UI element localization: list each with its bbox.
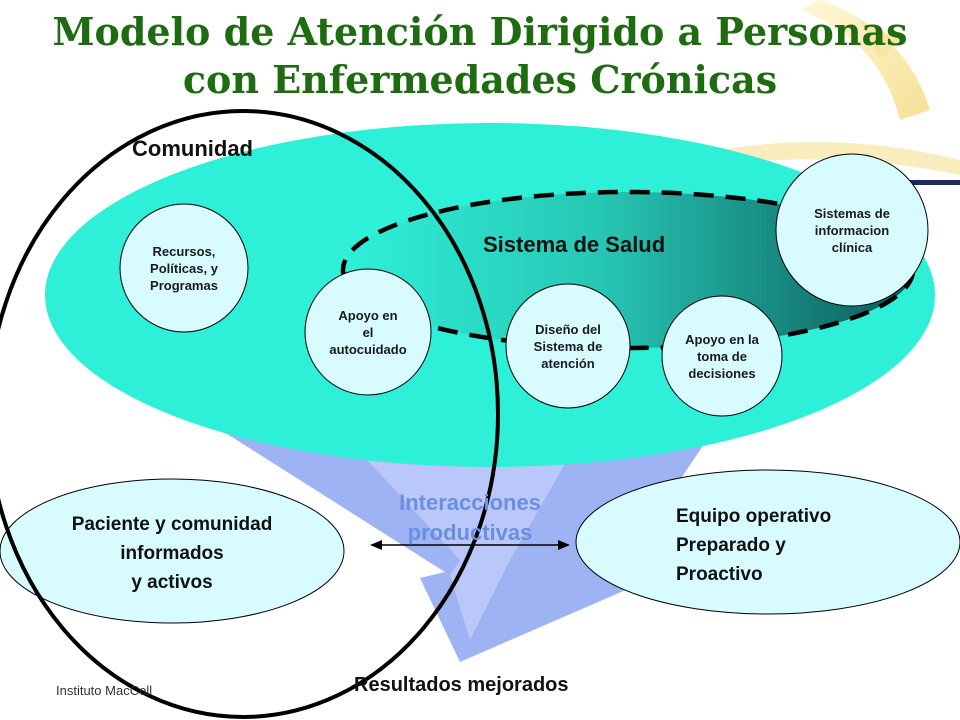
title-line-1: Modelo de Atención Dirigido a Personas — [52, 9, 908, 54]
outcomes-label: Resultados mejorados — [354, 674, 569, 696]
resources-node — [119, 203, 249, 333]
resources-label: Recursos, Políticas, y Programas — [150, 243, 218, 293]
self-care-node — [304, 268, 432, 396]
health-system-label: Sistema de Salud — [483, 232, 666, 257]
interaction-double-arrow-icon — [370, 540, 570, 550]
delivery-design-label: Diseño del Sistema de atención — [533, 321, 603, 371]
decision-support-node — [661, 295, 783, 417]
patient-text: Paciente y comunidad informados y activo… — [71, 514, 273, 593]
interactions-text: Interacciones productivas — [399, 490, 541, 545]
outcome-arrow-highlight — [330, 420, 590, 640]
header-rule — [870, 180, 960, 185]
patient-ellipse — [0, 478, 345, 624]
clinical-info-label: Sistemas de informacion clínica — [814, 205, 890, 255]
footer-credit: Instituto MacColl — [56, 683, 153, 698]
decision-support-label: Apoyo en la toma de decisiones — [685, 331, 759, 381]
title-line-2: con Enfermedades Crónicas — [182, 57, 778, 102]
clinical-info-node — [775, 153, 929, 307]
delivery-design-node — [505, 283, 631, 409]
team-text: Equipo operativo Preparado y Proactivo — [676, 506, 832, 585]
page-title: Modelo de Atención Dirigido a Personas c… — [0, 8, 960, 104]
community-circle-outline — [0, 109, 500, 719]
team-ellipse — [575, 469, 960, 615]
community-label: Comunidad — [132, 136, 253, 161]
self-care-label: Apoyo en el autocuidado — [329, 307, 407, 357]
